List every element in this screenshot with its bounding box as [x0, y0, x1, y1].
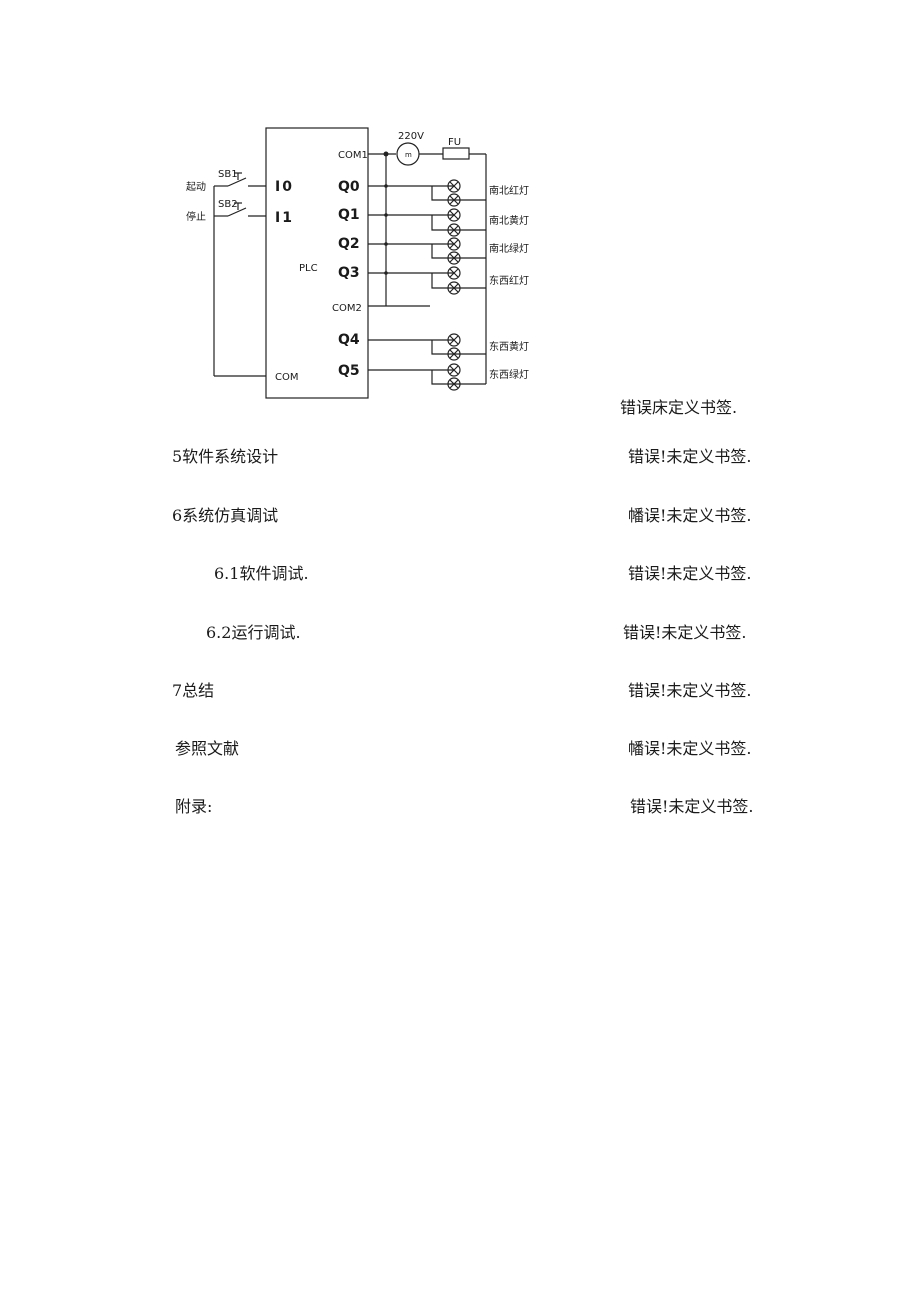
toc-page-ref: 幡误!未定义书签. — [628, 506, 752, 525]
com1-label: COM1 — [338, 150, 368, 161]
lamp-label: 东西红灯 — [489, 274, 529, 287]
toc-row: 6系统仿真调试 幡误!未定义书签. — [0, 502, 920, 526]
lamp-label: 东西黄灯 — [489, 340, 529, 353]
input-terminal-label: I0 — [275, 179, 294, 195]
toc-page-ref: 幡误!未定义书签. — [628, 739, 752, 758]
output-terminal-label: Q1 — [338, 207, 360, 223]
com-label: COM — [275, 372, 298, 383]
toc-page-ref: 错误床定义书签. — [620, 398, 738, 417]
toc-page-ref: 错误!未定义书签. — [623, 623, 747, 642]
toc-title: 参照文献 — [175, 739, 240, 758]
fuse-label: FU — [448, 137, 461, 148]
motor-label: m — [405, 151, 412, 159]
toc-row: 附录: 错误!未定义书签. — [0, 793, 920, 817]
lamp-icon — [447, 179, 461, 391]
plc-box — [265, 127, 369, 399]
output-terminal-label: Q0 — [338, 179, 360, 195]
toc-title: 附录: — [175, 797, 213, 816]
toc-row: 6.1软件调试. 错误!未定义书签. — [0, 560, 920, 584]
toc-title: 6系统仿真调试 — [172, 506, 279, 525]
toc-row: 5软件系统设计 错误!未定义书签. — [0, 443, 920, 467]
lamp-label: 南北绿灯 — [489, 242, 529, 255]
toc-row: 错误床定义书签. — [0, 394, 920, 418]
toc-page-ref: 错误!未定义书签. — [630, 797, 754, 816]
plc-label: PLC — [299, 263, 318, 274]
fuse-icon — [442, 147, 470, 160]
output-terminal-label: Q4 — [338, 332, 360, 348]
toc-row: 参照文献 幡误!未定义书签. — [0, 735, 920, 759]
switch-label: SB2 — [218, 199, 238, 210]
switch-label: SB1 — [218, 169, 238, 180]
output-terminal-label: Q2 — [338, 236, 360, 252]
supply-voltage-label: 220V — [398, 131, 424, 142]
lamp-label: 南北红灯 — [489, 184, 529, 197]
toc-page-ref: 错误!未定义书签. — [628, 564, 752, 583]
toc-page-ref: 错误!未定义书签. — [628, 447, 752, 466]
input-terminal-label: I1 — [275, 210, 294, 226]
lamp-label: 东西绿灯 — [489, 368, 529, 381]
toc-title: 6.2运行调试. — [206, 623, 301, 642]
toc-title: 6.1软件调试. — [214, 564, 309, 583]
toc-row: 7总结 错误!未定义书签. — [0, 677, 920, 701]
input-function-label: 起动 — [186, 181, 206, 193]
input-function-label: 停止 — [186, 210, 206, 223]
plc-wiring-diagram: COM1 220V m FU PLC COM2 COM I0 I1 SB1 SB… — [186, 127, 529, 399]
toc-title: 5软件系统设计 — [172, 447, 279, 466]
toc-page-ref: 错误!未定义书签. — [628, 681, 752, 700]
com2-label: COM2 — [332, 303, 362, 314]
toc-row: 6.2运行调试. 错误!未定义书签. — [0, 619, 920, 643]
output-terminal-label: Q5 — [338, 363, 360, 379]
toc-title: 7总结 — [172, 681, 215, 700]
output-terminal-label: Q3 — [338, 265, 360, 281]
lamp-label: 南北黄灯 — [489, 214, 529, 227]
